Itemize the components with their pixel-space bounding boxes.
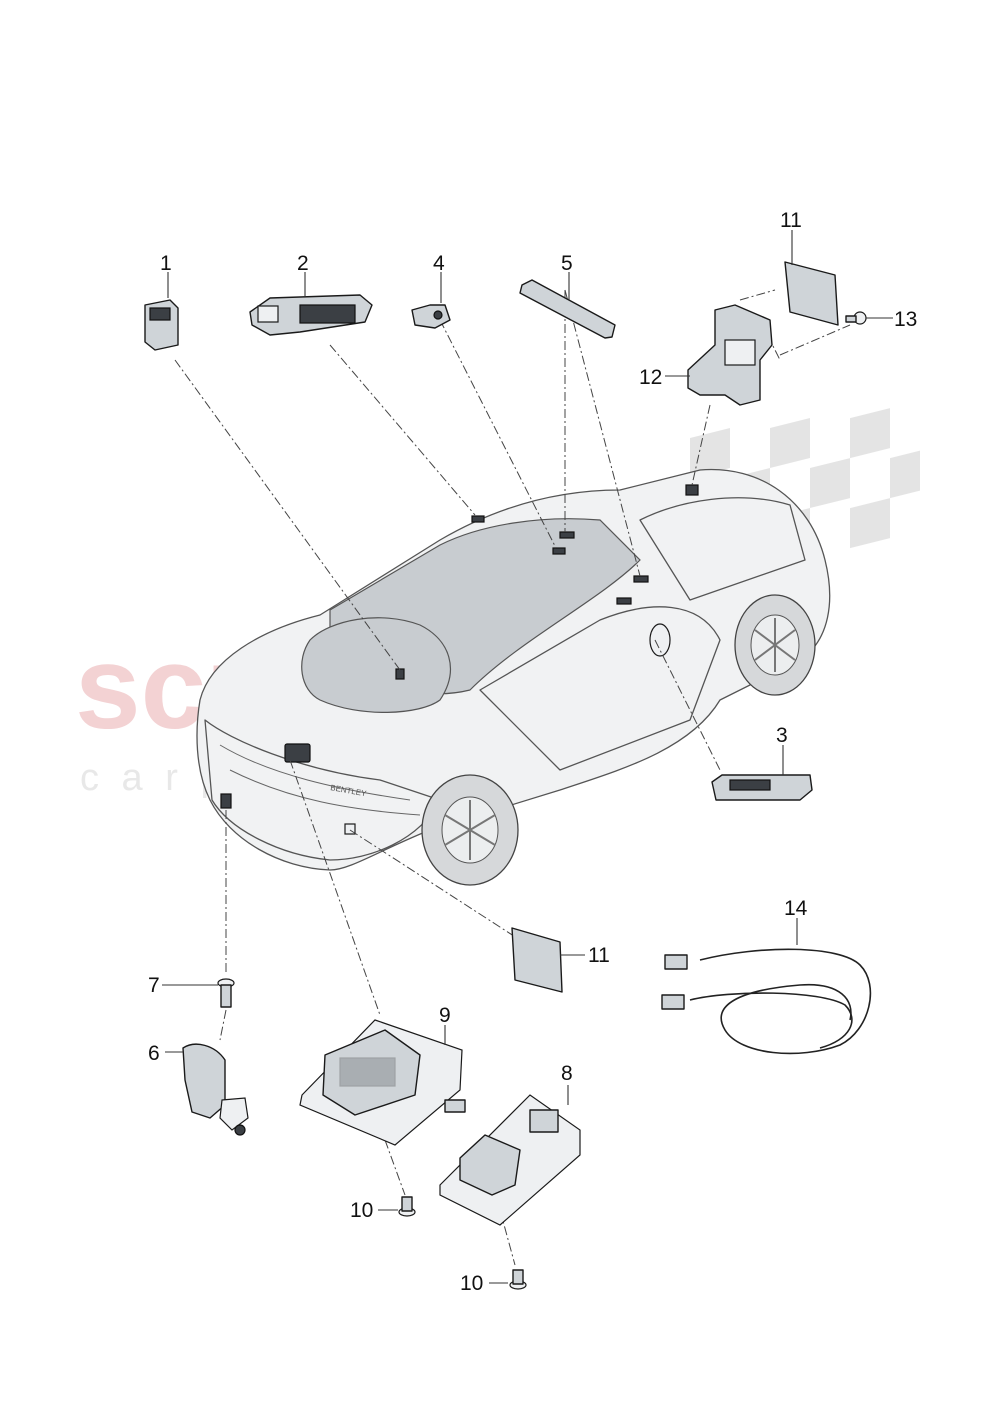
callout-11-top: 11	[780, 209, 802, 232]
part-9-control-unit: 9	[299, 1004, 466, 1146]
cable-connector-bottom	[661, 994, 685, 1010]
part-1-switch: 1	[144, 252, 179, 351]
part-4-sensor: 4	[411, 252, 451, 329]
part-2-sensor-module: 2	[249, 252, 373, 336]
callout-12: 12	[639, 366, 662, 389]
part-8-module-plate: 8	[439, 1062, 581, 1226]
part-3-antenna: 3	[711, 724, 813, 801]
roof-mark-4	[552, 547, 566, 555]
roof-mark-5b	[633, 575, 649, 583]
part-12-bracket: 12	[639, 304, 773, 406]
part-11-plate-top: 11	[780, 209, 839, 326]
car-tail	[204, 719, 441, 861]
car-hood	[639, 497, 806, 601]
front-wheel	[734, 594, 816, 696]
callout-10-lower: 10	[460, 1272, 483, 1295]
rear-plate-mark	[344, 823, 356, 835]
part-6-sensor: 6	[148, 1042, 249, 1136]
callout-2: 2	[297, 252, 309, 275]
car-rear-screen	[301, 617, 451, 713]
part-7-bolt: 7	[148, 974, 235, 1008]
roof-mark-3	[616, 597, 632, 605]
rear-sensor-mark	[220, 793, 232, 809]
callout-3: 3	[776, 724, 788, 747]
roof-mark-12	[685, 484, 699, 496]
callout-7: 7	[148, 974, 160, 997]
rear-badge	[284, 743, 311, 763]
callout-6: 6	[148, 1042, 160, 1065]
callout-8: 8	[561, 1062, 573, 1085]
callout-11-lower: 11	[588, 944, 610, 967]
callout-9: 9	[439, 1004, 451, 1027]
mirror-mark	[649, 623, 671, 657]
callout-13: 13	[894, 308, 917, 331]
callout-5: 5	[561, 252, 573, 275]
callout-10-upper: 10	[350, 1199, 373, 1222]
part-14-cable: 14	[661, 897, 872, 1055]
window-mark-1	[395, 668, 405, 680]
part-5-antenna-strip: 5	[519, 252, 616, 339]
convertible-car: BENTLEY	[196, 468, 831, 886]
callout-4: 4	[433, 252, 445, 275]
part-13-screw: 13	[845, 308, 917, 331]
part-10-bolt-lower: 10	[460, 1269, 527, 1295]
callout-1: 1	[160, 252, 172, 275]
rear-wheel	[421, 774, 519, 886]
callout-14: 14	[784, 897, 808, 920]
part-11-plate-lower: 11	[511, 927, 610, 993]
roof-mark-5a	[559, 531, 575, 539]
roof-mark-2	[471, 515, 485, 523]
cable-connector-top	[664, 954, 688, 970]
car-tail-light-line	[219, 744, 411, 801]
part-10-bolt-upper: 10	[350, 1196, 416, 1222]
car-tail-light-lower	[229, 769, 421, 816]
